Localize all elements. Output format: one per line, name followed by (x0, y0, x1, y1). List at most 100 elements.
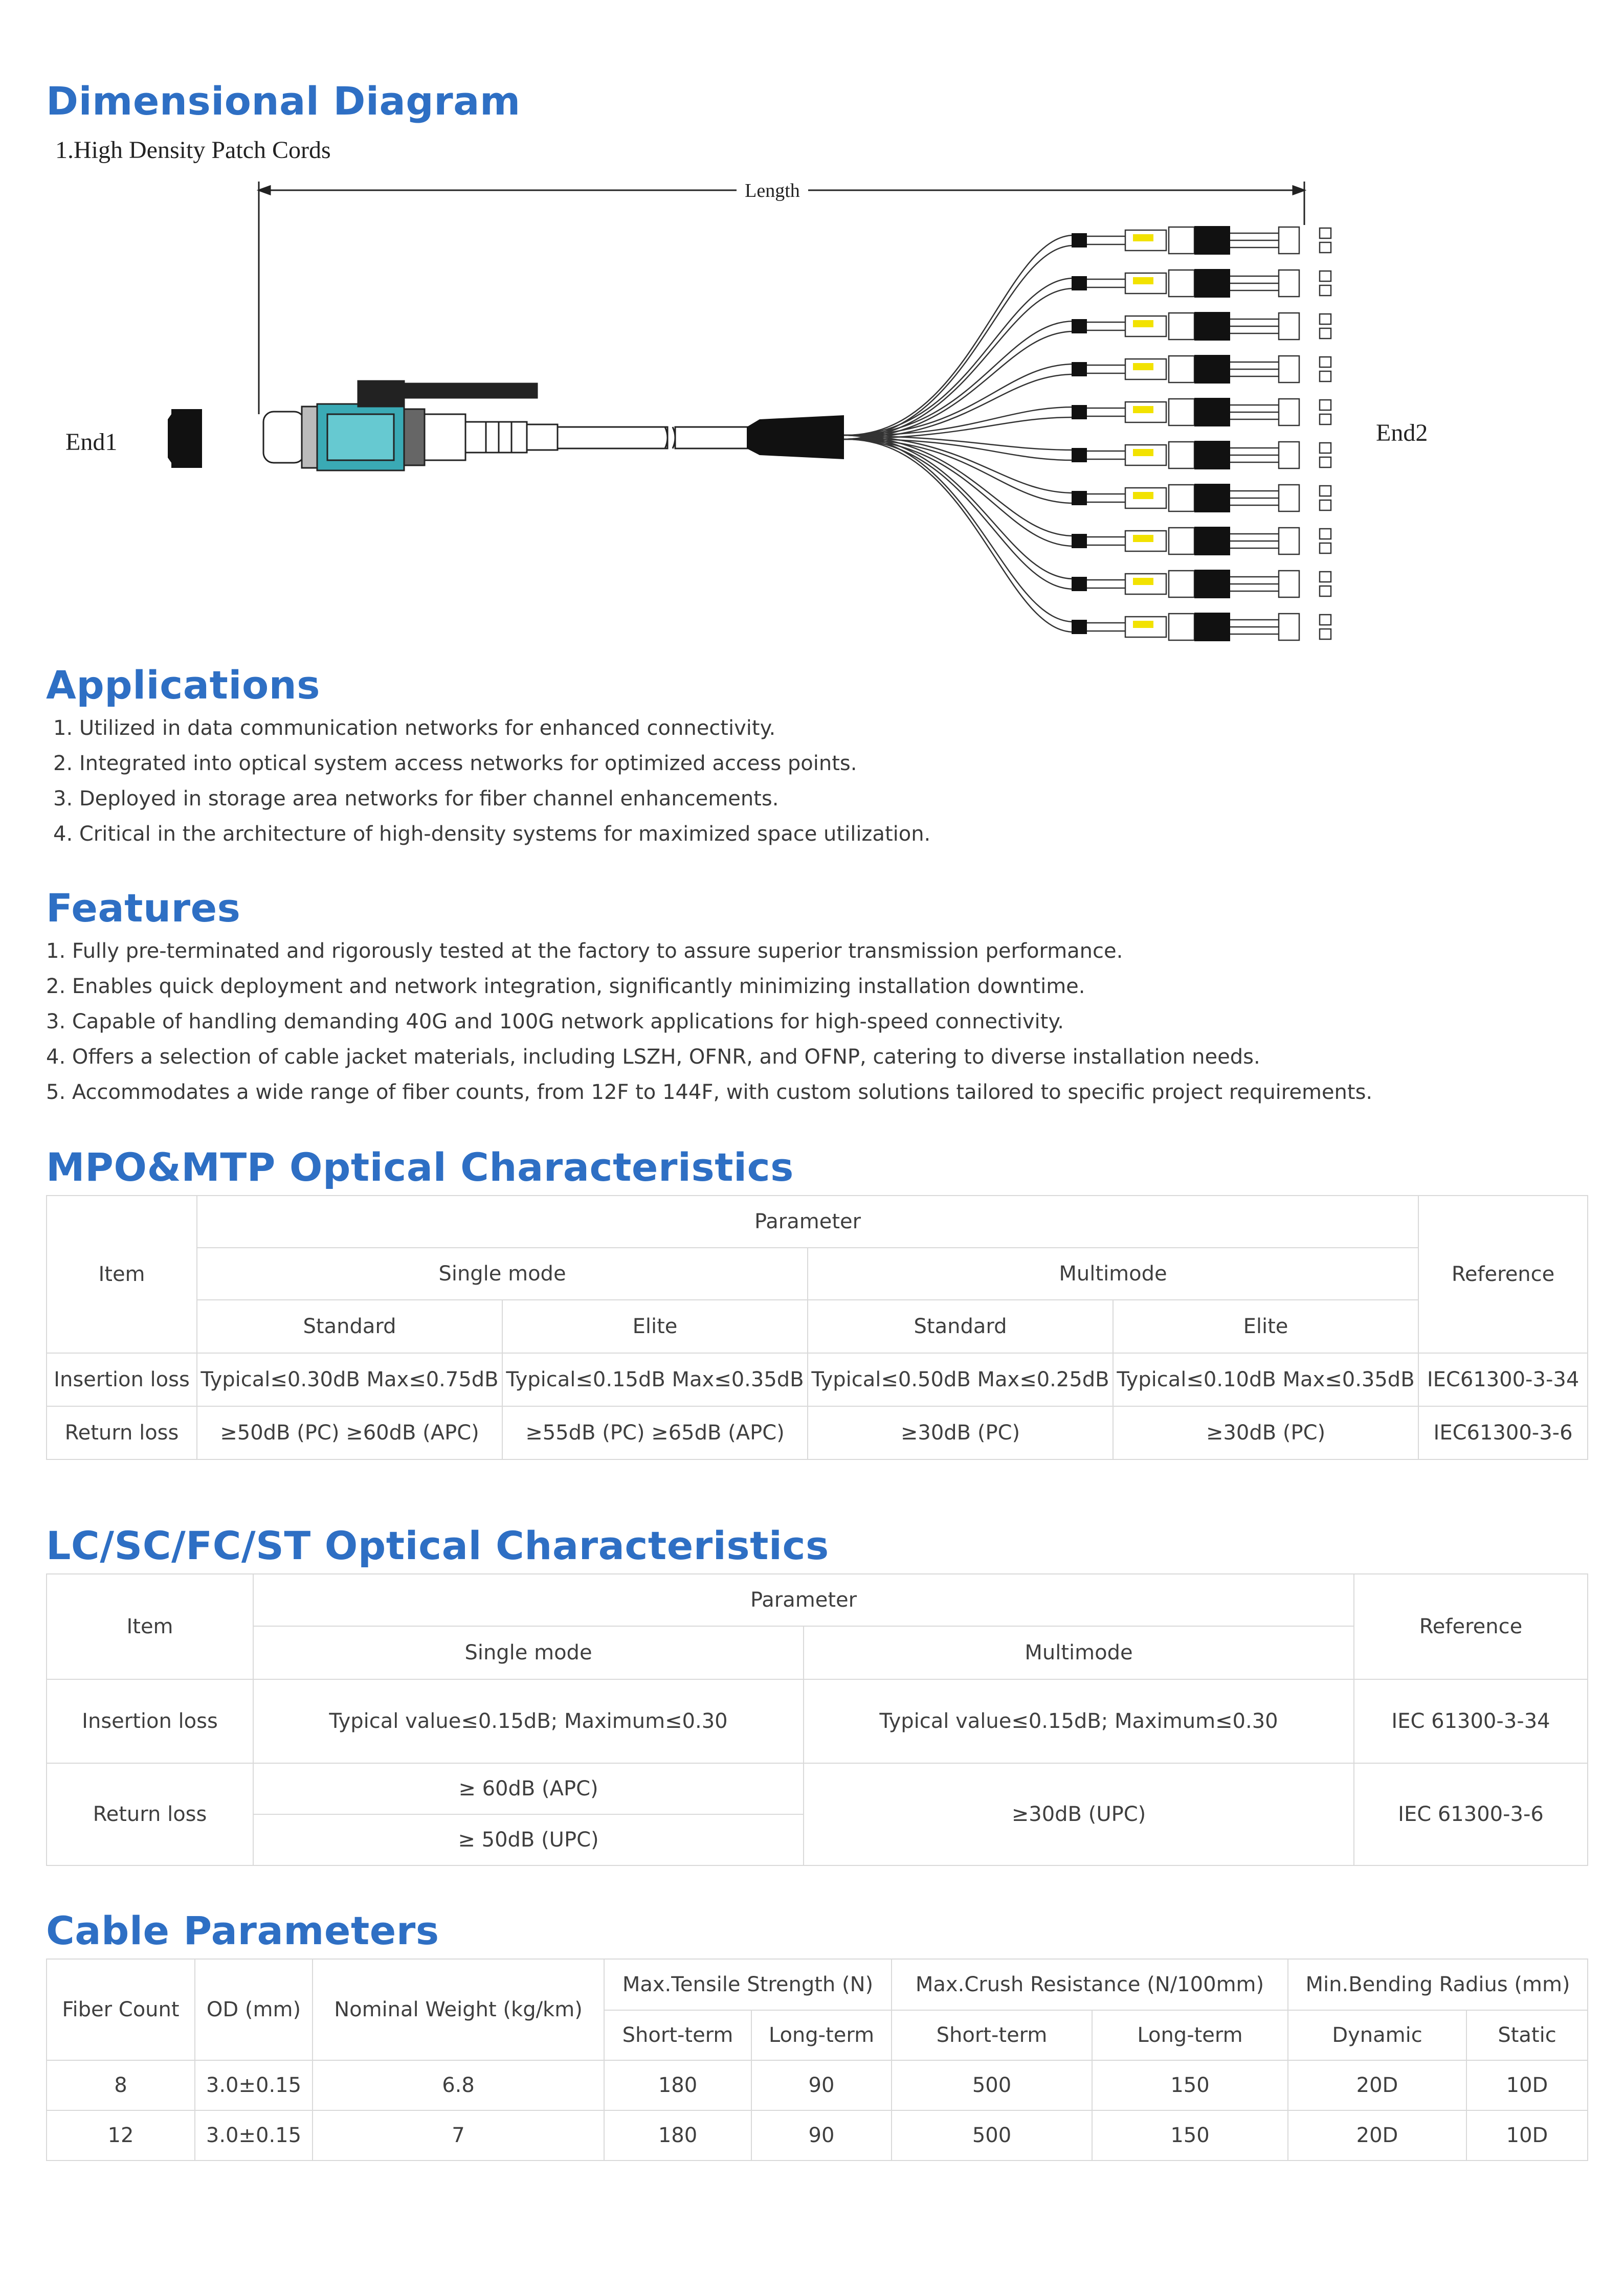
tensile-short-header: Short-term (604, 2010, 752, 2061)
table-cell: 500 (891, 2110, 1093, 2161)
table-cell: IEC61300-3-34 (1418, 1353, 1589, 1407)
list-item: 3. Capable of handling demanding 40G and… (46, 1010, 1064, 1033)
table-cell: 20D (1287, 2110, 1467, 2161)
list-item: 2. Enables quick deployment and network … (46, 975, 1085, 998)
mpo-reference-header: Reference (1418, 1195, 1589, 1354)
patch-cord-diagram: Length End1 End2 (65, 180, 1428, 641)
table-cell: 500 (891, 2060, 1093, 2111)
mpo-parameter-header: Parameter (196, 1195, 1419, 1248)
static-header: Static (1466, 2010, 1589, 2061)
table-cell: IEC61300-3-6 (1418, 1406, 1589, 1460)
breakout-legs (843, 226, 1332, 641)
mpo-item-header: Item (46, 1195, 197, 1354)
mpo-mm-standard-header: Standard (807, 1299, 1114, 1354)
list-item: 4. Offers a selection of cable jacket ma… (46, 1045, 1260, 1069)
table-cell: 180 (604, 2060, 752, 2111)
tensile-header: Max.Tensile Strength (N) (604, 1959, 892, 2011)
table-cell: 150 (1091, 2110, 1289, 2161)
mpo-connector (262, 380, 559, 471)
table-cell: Insertion loss (46, 1679, 254, 1764)
dimensional-diagram-heading: Dimensional Diagram (46, 78, 521, 124)
length-label: Length (745, 180, 800, 201)
features-list: 1. Fully pre-terminated and rigorously t… (46, 934, 1372, 1110)
list-item: 2. Integrated into optical system access… (53, 752, 857, 775)
mpo-heading: MPO&MTP Optical Characteristics (46, 1144, 794, 1190)
table-cell: Typical≤0.10dB Max≤0.35dB (1112, 1353, 1419, 1407)
end2-label: End2 (1376, 419, 1428, 446)
table-cell: Typical≤0.50dB Max≤0.25dB (807, 1353, 1114, 1407)
table-cell: Return loss (46, 1406, 197, 1460)
table-cell: 8 (46, 2060, 195, 2111)
lc-duplex-leg (843, 434, 1332, 469)
table-row: 12 3.0±0.15 7 180 90 500 150 20D 10D (46, 2110, 1589, 2161)
applications-heading: Applications (46, 662, 320, 708)
table-cell: 90 (751, 2060, 892, 2111)
bending-header: Min.Bending Radius (mm) (1287, 1959, 1589, 2011)
table-cell: 10D (1466, 2110, 1589, 2161)
table-cell: 3.0±0.15 (194, 2110, 313, 2161)
dynamic-header: Dynamic (1287, 2010, 1467, 2061)
table-cell: 3.0±0.15 (194, 2060, 313, 2111)
table-cell: IEC 61300-3-6 (1353, 1763, 1589, 1866)
fanout-boot (747, 415, 844, 459)
mpo-sm-standard-header: Standard (196, 1299, 503, 1354)
lc-duplex-leg (843, 226, 1332, 440)
lc-duplex-leg (843, 355, 1332, 440)
list-item: 3. Deployed in storage area networks for… (53, 787, 779, 811)
table-cell: Return loss (46, 1763, 254, 1866)
table-cell: 180 (604, 2110, 752, 2161)
table-cell: Typical value≤0.15dB; Maximum≤0.30 (803, 1679, 1355, 1764)
table-cell: IEC 61300-3-34 (1353, 1679, 1589, 1764)
lc-parameter-header: Parameter (252, 1573, 1355, 1627)
tensile-long-header: Long-term (751, 2010, 892, 2061)
table-cell: Typical value≤0.15dB; Maximum≤0.30 (253, 1679, 804, 1764)
weight-header: Nominal Weight (kg/km) (312, 1959, 605, 2061)
lc-optical-table: Item Parameter Reference Single mode Mul… (46, 1573, 1589, 1866)
applications-list: 1. Utilized in data communication networ… (53, 711, 930, 852)
lc-reference-header: Reference (1353, 1573, 1589, 1680)
table-cell: Typical≤0.15dB Max≤0.35dB (502, 1353, 808, 1407)
length-dimension (256, 182, 1307, 414)
od-header: OD (mm) (194, 1959, 313, 2061)
lc-duplex-leg (843, 312, 1332, 440)
dust-cap-icon (168, 409, 202, 468)
table-cell: ≥ 60dB (APC) (253, 1763, 804, 1815)
trunk-cable (557, 426, 753, 449)
table-row: 8 3.0±0.15 6.8 180 90 500 150 20D 10D (46, 2060, 1589, 2111)
lc-duplex-leg (843, 434, 1332, 512)
table-cell: ≥30dB (PC) (1112, 1406, 1419, 1460)
table-cell: Insertion loss (46, 1353, 197, 1407)
lc-duplex-leg (843, 434, 1332, 641)
table-cell: 20D (1287, 2060, 1467, 2111)
features-heading: Features (46, 885, 241, 931)
table-cell: 6.8 (312, 2060, 605, 2111)
diagram-subtitle: 1.High Density Patch Cords (55, 137, 331, 164)
table-cell: 7 (312, 2110, 605, 2161)
cable-heading: Cable Parameters (46, 1908, 439, 1953)
cable-parameters-table: Fiber Count OD (mm) Nominal Weight (kg/k… (46, 1959, 1589, 2161)
crush-header: Max.Crush Resistance (N/100mm) (891, 1959, 1289, 2011)
lc-single-mode-header: Single mode (253, 1626, 804, 1680)
table-row: Return loss ≥50dB (PC) ≥60dB (APC) ≥55dB… (46, 1406, 1589, 1460)
list-item: 1. Fully pre-terminated and rigorously t… (46, 939, 1123, 963)
lc-duplex-leg (843, 434, 1332, 598)
lc-duplex-leg (843, 434, 1332, 555)
table-row: ≥ 50dB (UPC) (47, 1814, 1588, 1866)
table-cell: 90 (751, 2110, 892, 2161)
table-cell: 12 (46, 2110, 195, 2161)
list-item: 4. Critical in the architecture of high-… (53, 822, 931, 846)
lc-duplex-leg (843, 269, 1332, 440)
table-cell: Typical≤0.30dB Max≤0.75dB (196, 1353, 503, 1407)
mpo-mm-elite-header: Elite (1112, 1299, 1419, 1354)
lc-item-header: Item (46, 1573, 254, 1680)
table-row: Return loss ≥ 60dB (APC) ≥30dB (UPC) IEC… (46, 1763, 1589, 1866)
list-item: 5. Accommodates a wide range of fiber co… (46, 1081, 1373, 1104)
table-row: Insertion loss Typical≤0.30dB Max≤0.75dB… (46, 1353, 1589, 1407)
lc-heading: LC/SC/FC/ST Optical Characteristics (46, 1523, 829, 1568)
table-cell: ≥30dB (UPC) (803, 1763, 1355, 1866)
table-cell: 10D (1466, 2060, 1589, 2111)
list-item: 1. Utilized in data communication networ… (53, 716, 776, 740)
end1-label: End1 (65, 429, 117, 456)
table-cell: ≥50dB (PC) ≥60dB (APC) (196, 1406, 503, 1460)
crush-short-header: Short-term (891, 2010, 1093, 2061)
